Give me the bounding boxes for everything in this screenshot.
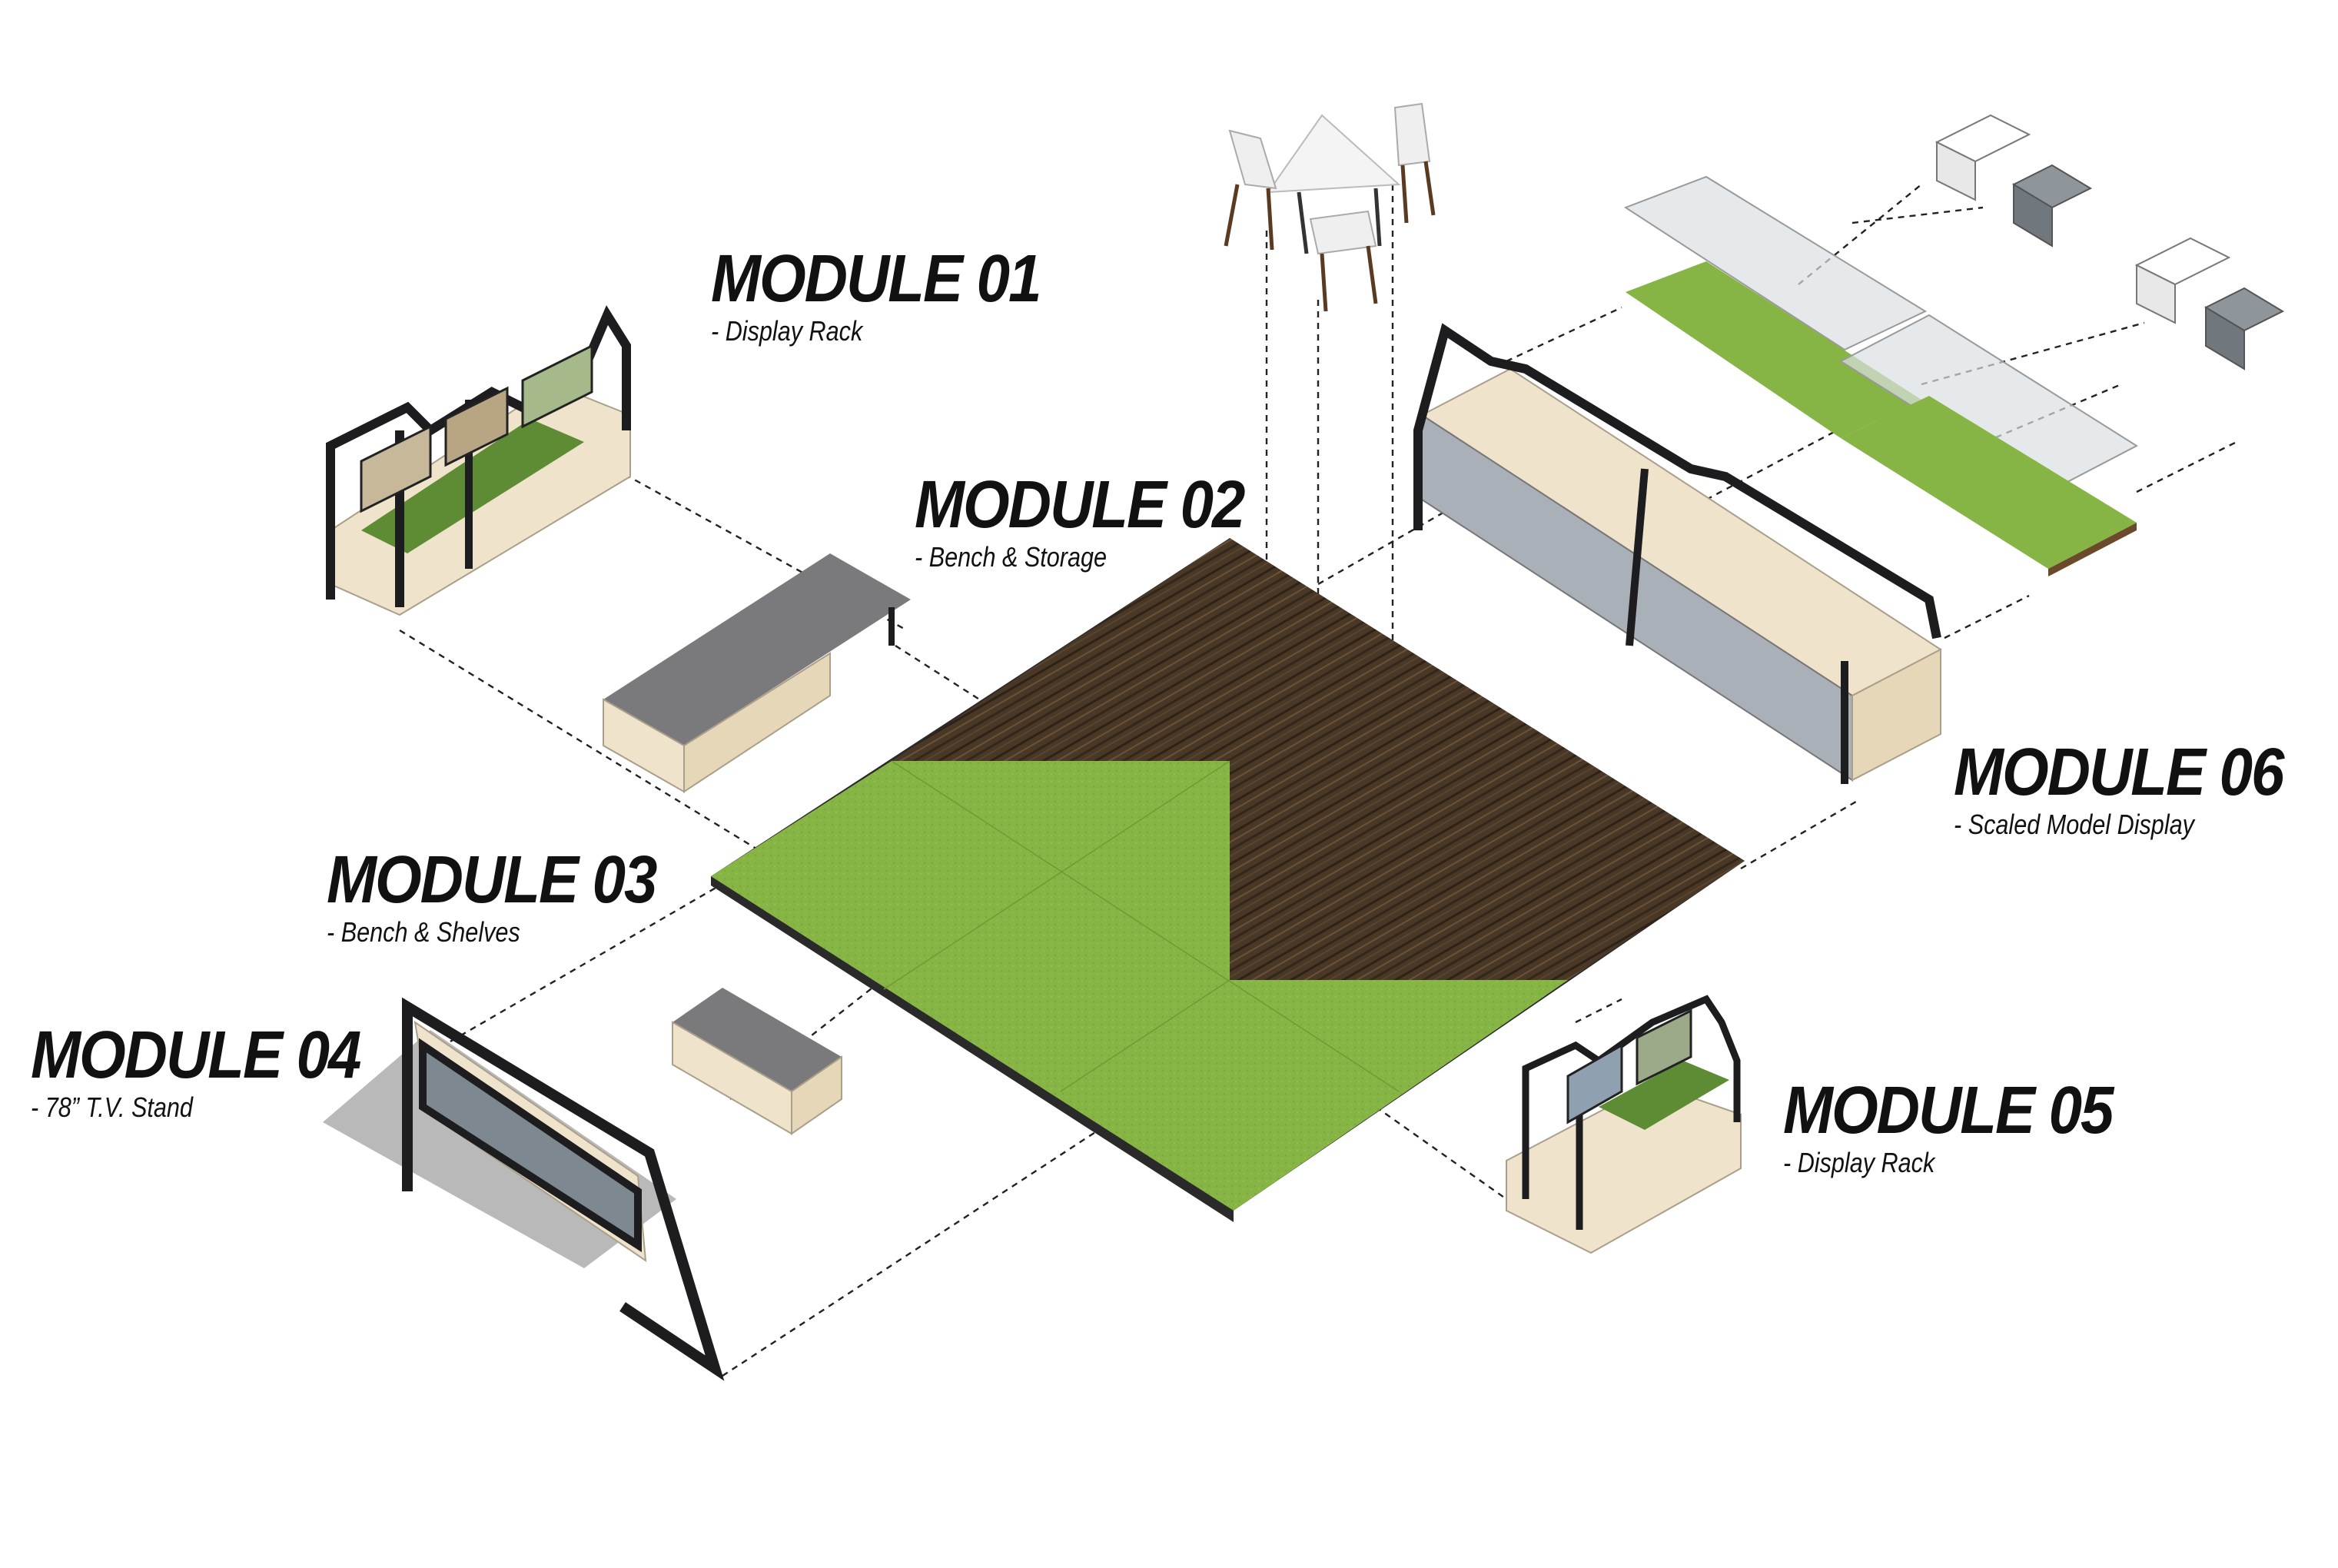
chair <box>1395 104 1430 165</box>
chair-leg <box>1226 184 1237 246</box>
module-03-bench-shelves <box>673 988 842 1134</box>
projection-line <box>2137 442 2237 492</box>
chair-leg <box>1403 165 1406 223</box>
table-leg <box>1376 188 1380 246</box>
scale-house-model <box>1937 115 2091 246</box>
chair <box>1230 131 1276 188</box>
module-subtitle: - Bench & Shelves <box>327 916 606 948</box>
module-06-label: MODULE 06 - Scaled Model Display <box>1954 738 2283 841</box>
chair-leg <box>1368 246 1376 304</box>
chair <box>1310 211 1376 254</box>
projection-line <box>1376 1107 1506 1199</box>
module-03-label: MODULE 03 - Bench & Shelves <box>327 845 656 948</box>
module-01-display-rack <box>330 315 630 615</box>
projection-line <box>1741 799 1860 869</box>
module-title: MODULE 03 <box>327 845 656 912</box>
module-04-label: MODULE 04 - 78” T.V. Stand <box>31 1021 360 1124</box>
module-title: MODULE 06 <box>1954 738 2283 805</box>
projection-line <box>1706 430 1837 500</box>
cafe-table-and-chairs <box>1226 104 1433 311</box>
projection-line <box>722 1122 1111 1376</box>
chair-leg <box>1322 254 1326 311</box>
projection-line <box>1506 307 1622 361</box>
table-leg <box>1299 192 1307 254</box>
module-06-scaled-model-display <box>1418 115 2283 784</box>
module-subtitle: - Scaled Model Display <box>1954 809 2233 841</box>
projection-line <box>1576 999 1622 1022</box>
module-04-tv-stand <box>323 1007 715 1368</box>
module-subtitle: - Display Rack <box>711 315 991 347</box>
chair-leg <box>1268 188 1272 250</box>
module-title: MODULE 01 <box>711 244 1040 311</box>
module-02-bench-storage <box>603 553 911 792</box>
module-subtitle: - 78” T.V. Stand <box>31 1091 311 1124</box>
module-subtitle: - Bench & Storage <box>915 541 1194 573</box>
module-title: MODULE 04 <box>31 1021 360 1088</box>
chair-leg <box>1426 161 1433 215</box>
module-subtitle: - Display Rack <box>1783 1147 2063 1179</box>
projection-line <box>1852 208 1983 223</box>
scale-house-model <box>2137 238 2283 369</box>
projection-line <box>895 646 991 707</box>
projection-line <box>1944 596 2029 638</box>
module-05-display-rack <box>1506 999 1741 1253</box>
table-top <box>1268 115 1399 192</box>
module-05-label: MODULE 05 - Display Rack <box>1783 1076 2112 1179</box>
module-01-label: MODULE 01 - Display Rack <box>711 244 1040 347</box>
module-title: MODULE 05 <box>1783 1076 2112 1143</box>
projection-line <box>1318 507 1453 584</box>
module-02-label: MODULE 02 - Bench & Storage <box>915 470 1244 573</box>
module-title: MODULE 02 <box>915 470 1244 537</box>
